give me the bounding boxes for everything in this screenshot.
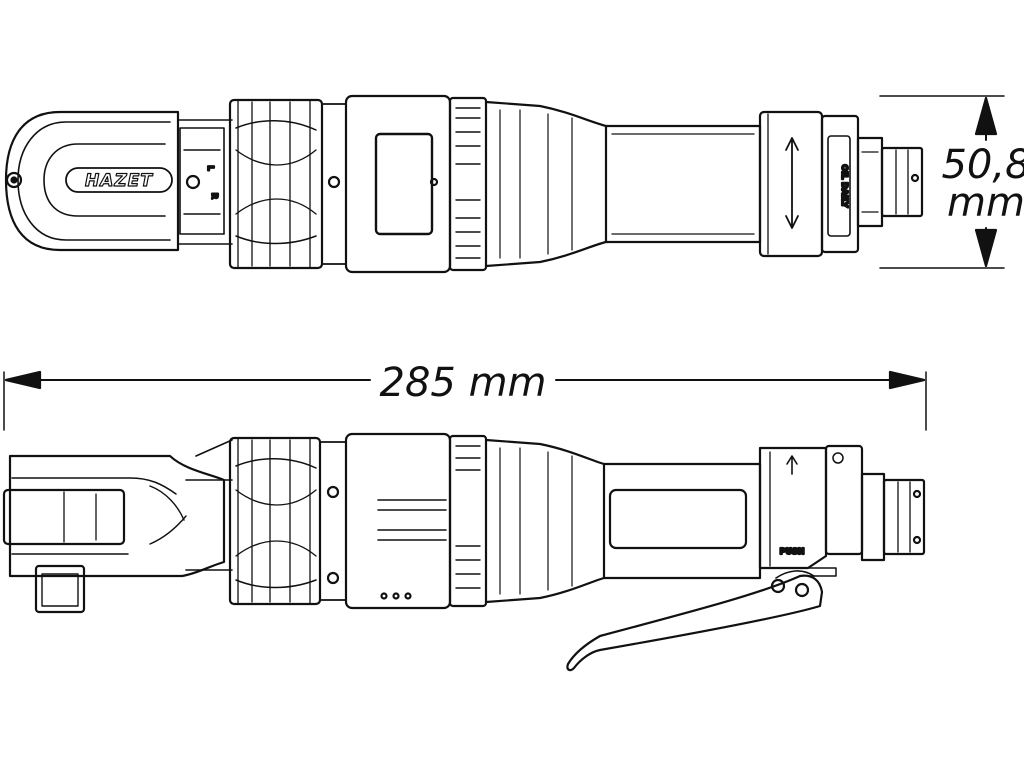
top-handle xyxy=(606,126,760,242)
svg-text:R: R xyxy=(210,193,219,199)
square-drive-anvil xyxy=(36,566,84,612)
direction-arrow-icon xyxy=(787,456,797,474)
height-dimension xyxy=(880,96,1004,268)
side-view-tool: PUSH xyxy=(4,434,924,670)
side-air-valve: PUSH xyxy=(760,446,862,568)
side-ribs xyxy=(450,436,486,606)
screw-icon xyxy=(7,173,21,187)
brand-logo: HAZET xyxy=(85,171,153,191)
length-value: 285 mm xyxy=(380,360,547,406)
length-dimension xyxy=(4,372,926,430)
side-air-inlet xyxy=(862,474,924,560)
svg-text:L: L xyxy=(206,165,215,170)
handle-window xyxy=(610,490,746,548)
direction-arrow-icon xyxy=(786,138,798,228)
side-handle xyxy=(604,464,760,578)
top-view-tool: HAZET L R xyxy=(6,96,922,272)
drive-square xyxy=(4,490,124,544)
push-label: PUSH xyxy=(780,547,805,556)
top-ribs xyxy=(450,98,486,270)
screw-icon xyxy=(187,176,199,188)
side-motor-housing xyxy=(346,434,450,608)
side-view-head xyxy=(10,456,224,576)
screw-icon xyxy=(329,177,339,187)
side-gear-ring xyxy=(230,438,320,604)
nameplate-window xyxy=(376,134,432,234)
top-gear-ring xyxy=(230,100,322,268)
screw-icon xyxy=(328,573,338,583)
top-air-valve: OIL DAILY xyxy=(760,112,858,256)
lever-pivot-icon xyxy=(772,580,784,592)
brand-badge xyxy=(66,168,172,192)
oil-daily-label: OIL DAILY xyxy=(840,164,849,207)
throttle-lever xyxy=(567,568,836,670)
top-motor-housing xyxy=(346,96,450,272)
top-air-inlet xyxy=(858,138,922,226)
screw-icon xyxy=(328,487,338,497)
height-unit: mm xyxy=(947,180,1024,226)
height-value: 50,8 xyxy=(941,142,1024,188)
